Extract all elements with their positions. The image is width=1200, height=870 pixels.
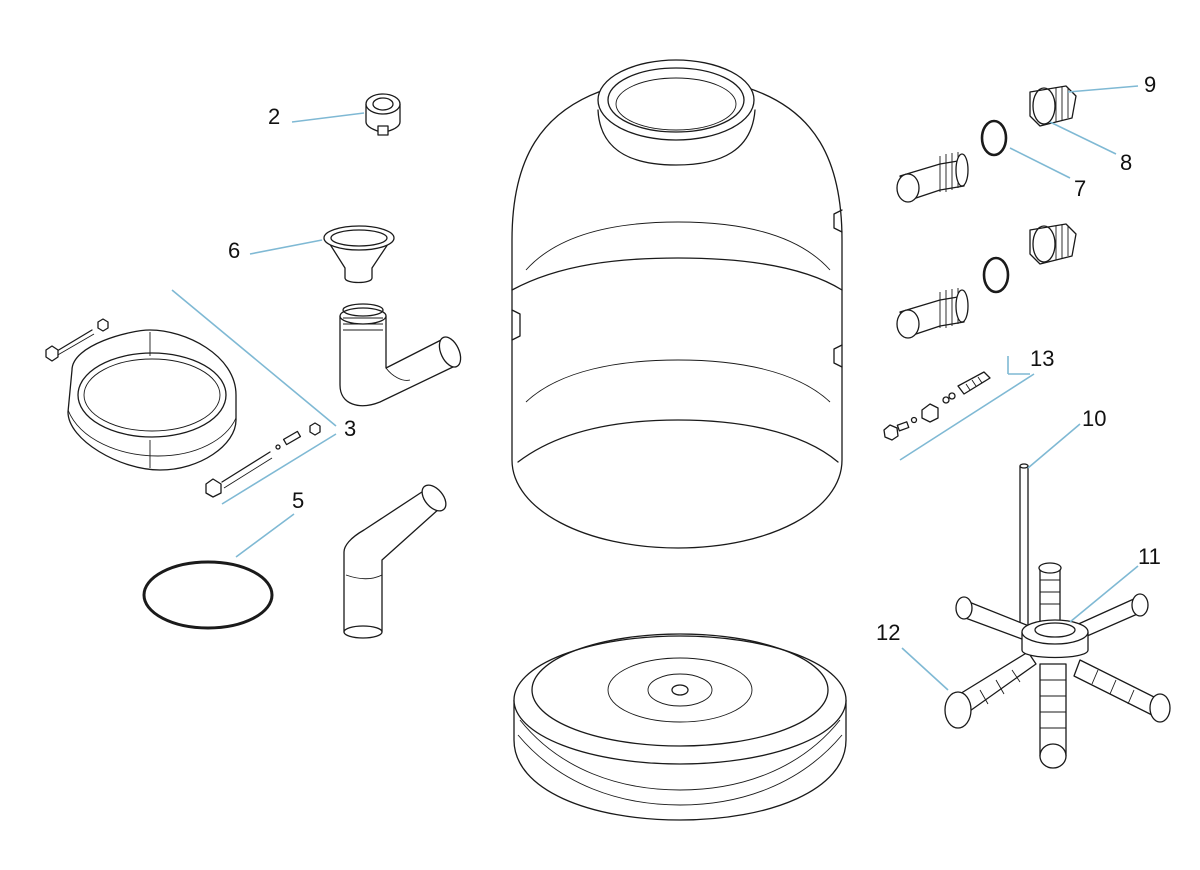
callout-8: 8 [1120, 150, 1132, 175]
clamp-bolt-upper [45, 318, 109, 362]
lateral-arm-back [1038, 562, 1062, 627]
lateral-arm-front-right [1073, 659, 1171, 723]
leader-lines [171, 85, 1139, 691]
tank-base [513, 633, 847, 821]
lateral-hub [1021, 619, 1089, 659]
callout-10: 10 [1082, 406, 1106, 431]
clamp-bolt-lower [205, 422, 321, 498]
lateral-assembly [944, 463, 1171, 769]
lateral-arm-front-left [944, 651, 1037, 729]
callout-7: 7 [1074, 176, 1086, 201]
upper-elbow-pipe [339, 303, 462, 407]
lateral-arm-back-right [1073, 593, 1149, 641]
drain-valve-assembly [883, 371, 991, 441]
callout-numbers: 2 6 3 5 9 8 7 13 10 11 12 [228, 72, 1161, 645]
tank-body [511, 59, 843, 549]
callout-2: 2 [268, 104, 280, 129]
union-assembly-upper [896, 85, 1077, 203]
callout-5: 5 [292, 488, 304, 513]
clamp-ring [67, 329, 237, 471]
lateral-arm-front [1039, 663, 1067, 769]
callout-11: 11 [1138, 544, 1161, 569]
lower-elbow-pipe [343, 484, 447, 639]
union-assembly-lower [896, 223, 1077, 339]
callout-3: 3 [344, 416, 356, 441]
callout-13: 13 [1030, 346, 1054, 371]
large-o-ring [142, 560, 274, 630]
callout-6: 6 [228, 238, 240, 263]
callout-9: 9 [1144, 72, 1156, 97]
funnel-part [323, 225, 395, 284]
pressure-gauge-part [365, 93, 401, 136]
callout-12: 12 [876, 620, 900, 645]
